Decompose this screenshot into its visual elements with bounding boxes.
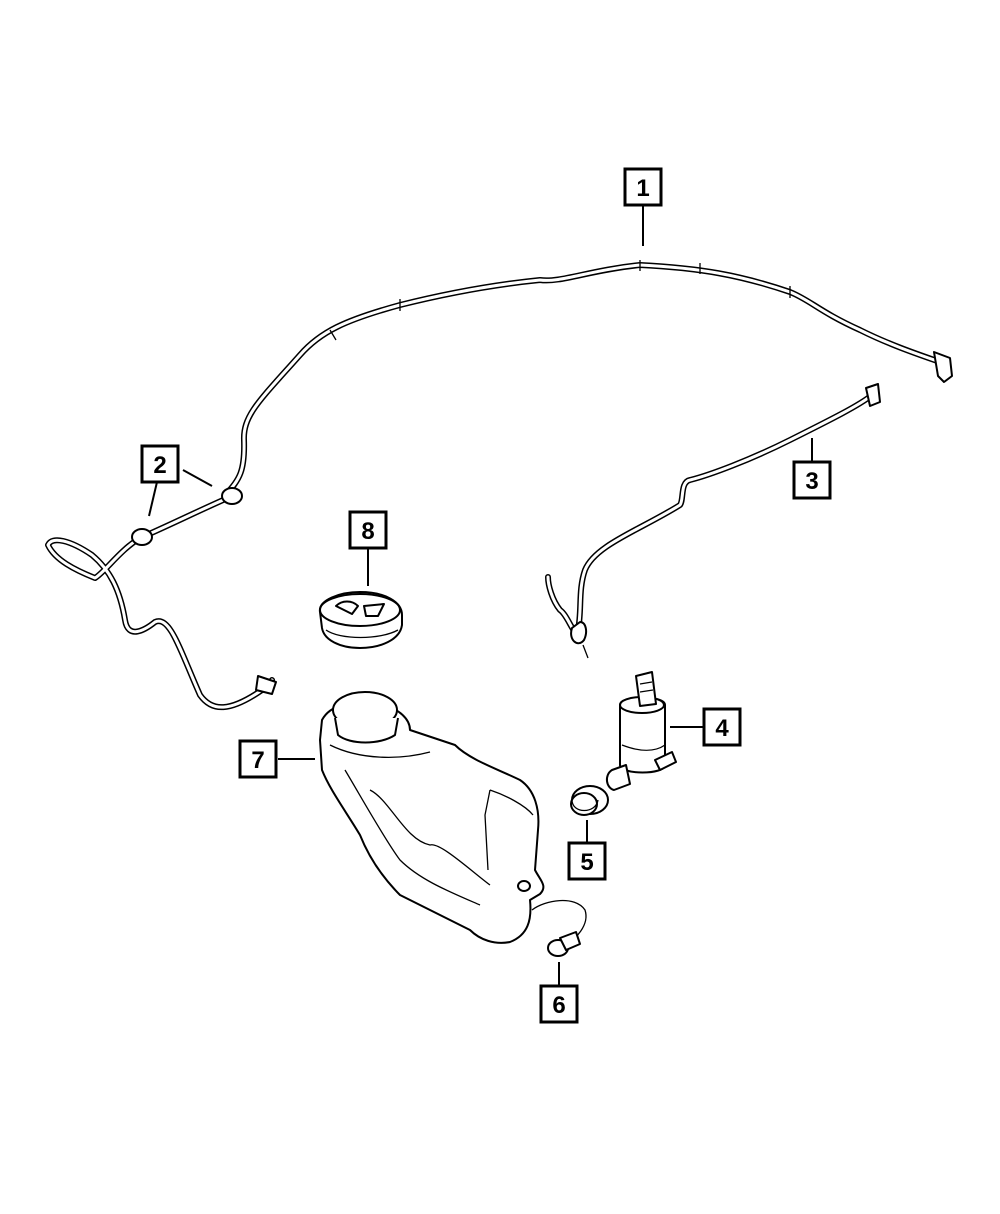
callout-7[interactable]: 7 — [238, 739, 278, 779]
part-3-washer-hose-right[interactable] — [545, 383, 881, 659]
callout-8-label: 8 — [361, 518, 374, 545]
leader-2b — [148, 481, 158, 517]
callout-5-label: 5 — [580, 849, 593, 876]
callout-2[interactable]: 2 — [140, 444, 180, 484]
callout-6[interactable]: 6 — [539, 984, 579, 1024]
callout-6-label: 6 — [552, 992, 565, 1019]
part-7-washer-reservoir[interactable] — [319, 691, 587, 946]
leader-2a — [182, 469, 213, 487]
part-5-pump-grommet[interactable] — [570, 785, 609, 816]
callout-4[interactable]: 4 — [702, 707, 742, 747]
part-8-reservoir-cap[interactable] — [318, 591, 403, 649]
callout-8[interactable]: 8 — [348, 510, 388, 550]
part-6-push-pin[interactable] — [547, 931, 581, 957]
callout-1-label: 1 — [636, 175, 649, 202]
part-2-washer-hose-left[interactable] — [45, 487, 277, 711]
callout-1[interactable]: 1 — [623, 167, 663, 207]
callout-5[interactable]: 5 — [567, 841, 607, 881]
callout-4-label: 4 — [715, 715, 729, 742]
callout-2-label: 2 — [153, 452, 166, 479]
part-1-washer-hose[interactable] — [222, 260, 953, 498]
part-4-washer-pump[interactable] — [606, 671, 677, 791]
callout-3-label: 3 — [805, 468, 818, 495]
callout-7-label: 7 — [251, 747, 264, 774]
callout-3[interactable]: 3 — [792, 460, 832, 500]
